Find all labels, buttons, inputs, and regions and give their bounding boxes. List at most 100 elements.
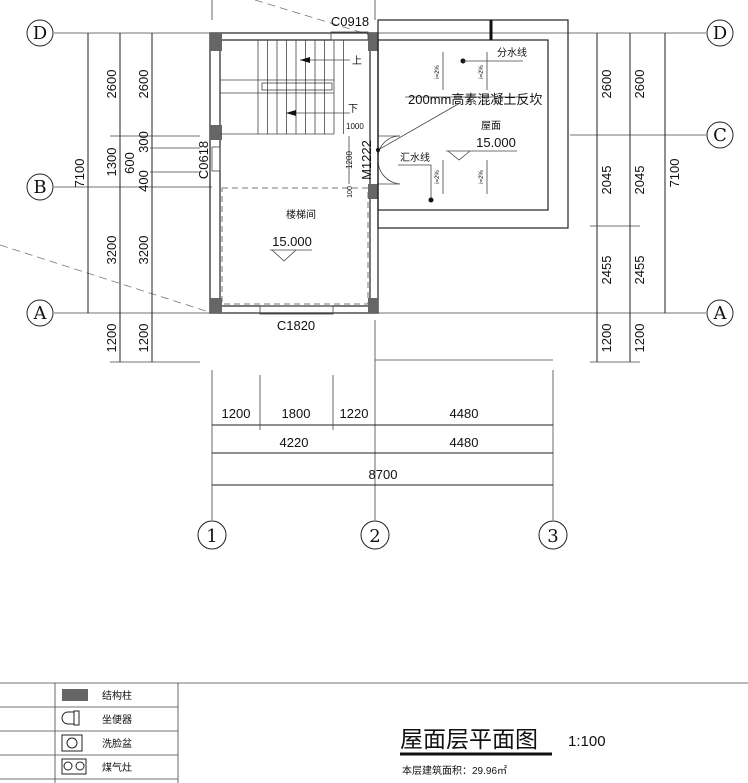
svg-text:D: D: [713, 23, 727, 44]
svg-text:上: 上: [352, 55, 362, 67]
svg-text:1200: 1200: [222, 406, 251, 421]
axis-bubble-a-right: A: [706, 299, 734, 327]
svg-text:汇水线: 汇水线: [400, 151, 430, 164]
svg-text:i=2%: i=2%: [435, 65, 441, 79]
svg-text:坐便器: 坐便器: [102, 713, 132, 726]
structural-column: [368, 298, 378, 313]
svg-text:2045: 2045: [632, 166, 647, 195]
svg-text:2600: 2600: [136, 70, 151, 99]
gas-stove-icon: [61, 758, 87, 775]
axis-bubble-d-right: D: [706, 19, 734, 47]
svg-text:1200: 1200: [345, 151, 354, 169]
window-c0618: C0618: [196, 141, 221, 179]
svg-text:1200: 1200: [104, 324, 119, 353]
roof-area: 200mm高素混凝土反坎 分水线 汇水线 屋面 15.000 i=2% i=2%…: [376, 19, 569, 229]
washbasin-icon: [61, 734, 83, 752]
door-m1222: M1222 1200 100: [345, 135, 401, 198]
bottom-dimensions: 1200 1800 1220 4480 4220 4480 8700: [212, 375, 553, 486]
svg-text:15.000: 15.000: [272, 234, 312, 249]
svg-text:屋面: 屋面: [481, 120, 501, 132]
svg-text:洗脸盆: 洗脸盆: [102, 737, 132, 750]
structural-column: [210, 298, 222, 313]
svg-text:i=2%: i=2%: [479, 170, 485, 184]
right-dimensions: 2600 2045 2455 1200 2600 2045 2455 1200 …: [590, 33, 682, 363]
svg-text:200mm高素混凝土反坎: 200mm高素混凝土反坎: [408, 92, 542, 107]
svg-text:2600: 2600: [599, 70, 614, 99]
svg-text:100: 100: [347, 186, 354, 198]
structural-column: [210, 125, 222, 140]
svg-text:M1222: M1222: [359, 140, 374, 180]
svg-text:C0918: C0918: [331, 14, 369, 29]
guide-dashed-line: [0, 244, 213, 314]
svg-text:2045: 2045: [599, 166, 614, 195]
slope-arrow: i=2%: [479, 160, 488, 194]
svg-text:300: 300: [136, 131, 151, 153]
svg-text:4220: 4220: [280, 435, 309, 450]
svg-text:屋面层平面图: 屋面层平面图: [400, 726, 538, 752]
slope-arrow: i=2%: [435, 160, 444, 194]
svg-text:1300: 1300: [104, 148, 119, 177]
svg-text:分水线: 分水线: [497, 46, 527, 59]
toilet-icon: [61, 710, 80, 726]
svg-text:1: 1: [206, 526, 217, 547]
svg-text:3: 3: [547, 526, 558, 547]
svg-text:下: 下: [348, 104, 358, 115]
svg-text:C: C: [713, 125, 727, 146]
svg-text:8700: 8700: [369, 467, 398, 482]
legend-table: 结构柱 坐便器 洗脸盆 煤气灶: [0, 682, 748, 783]
structural-column-icon: [62, 689, 88, 701]
axis-bubble-b-left: B: [26, 173, 54, 201]
svg-text:i=2%: i=2%: [435, 170, 441, 184]
svg-text:1:100: 1:100: [568, 733, 606, 750]
svg-text:400: 400: [136, 170, 151, 192]
drawing-title: 屋面层平面图 1:100 本层建筑面积：29.96㎡: [400, 726, 606, 777]
svg-text:煤气灶: 煤气灶: [102, 761, 132, 774]
window-c0918: C0918: [330, 14, 369, 41]
axis-bubble-1: 1: [197, 520, 227, 550]
svg-text:7100: 7100: [72, 159, 87, 188]
axis-bubble-2: 2: [360, 520, 390, 550]
axis-bubble-d-left: D: [26, 19, 54, 47]
svg-text:楼梯间: 楼梯间: [286, 208, 316, 221]
svg-text:1200: 1200: [136, 324, 151, 353]
svg-text:4480: 4480: [450, 406, 479, 421]
svg-text:1000: 1000: [346, 122, 364, 131]
svg-text:2600: 2600: [104, 70, 119, 99]
svg-text:本层建筑面积：29.96㎡: 本层建筑面积：29.96㎡: [402, 764, 507, 777]
structural-column: [368, 184, 378, 199]
svg-text:7100: 7100: [667, 159, 682, 188]
svg-text:A: A: [713, 303, 728, 324]
slope-arrow: i=2%: [479, 52, 488, 90]
guide-dashed-line: [254, 0, 371, 36]
staircase: 上 下: [220, 40, 362, 135]
svg-text:3200: 3200: [104, 236, 119, 265]
svg-text:2: 2: [369, 526, 380, 547]
slope-arrow: i=2%: [435, 52, 444, 90]
svg-text:2600: 2600: [632, 70, 647, 99]
svg-text:1220: 1220: [340, 406, 369, 421]
svg-text:C0618: C0618: [196, 141, 211, 179]
svg-text:1800: 1800: [282, 406, 311, 421]
svg-text:C1820: C1820: [277, 318, 315, 333]
left-dimensions: 7100 2600 1300 3200 1200 2600 300 600 40…: [72, 33, 200, 363]
structural-column: [368, 33, 378, 51]
svg-text:2455: 2455: [632, 256, 647, 285]
svg-text:15.000: 15.000: [476, 135, 516, 150]
svg-text:2455: 2455: [599, 256, 614, 285]
svg-text:结构柱: 结构柱: [102, 689, 132, 702]
stair-room: 上 下 1000 楼梯间 15.000: [209, 32, 379, 314]
svg-text:4480: 4480: [450, 435, 479, 450]
window-c1820: C1820: [259, 305, 334, 333]
svg-text:D: D: [33, 23, 47, 44]
axis-bubble-3: 3: [538, 520, 568, 550]
svg-text:A: A: [33, 303, 48, 324]
svg-text:1200: 1200: [599, 324, 614, 353]
svg-text:1200: 1200: [632, 324, 647, 353]
axis-bubble-a-left: A: [26, 299, 54, 327]
svg-text:600: 600: [122, 152, 137, 174]
svg-text:3200: 3200: [136, 236, 151, 265]
axis-bubble-c-right: C: [706, 121, 734, 149]
structural-column: [210, 33, 222, 51]
svg-text:i=2%: i=2%: [479, 65, 485, 79]
